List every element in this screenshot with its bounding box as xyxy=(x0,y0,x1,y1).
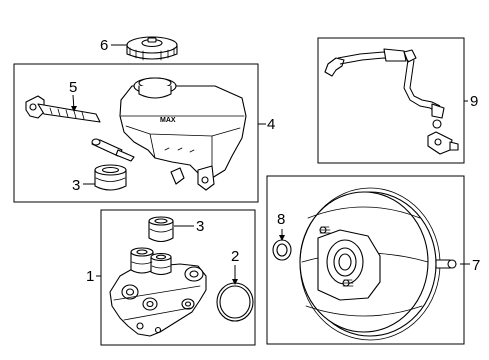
reservoir-grommet-upper-part xyxy=(94,164,127,191)
brake-booster-group-box xyxy=(266,175,465,345)
master-cylinder-seal-part xyxy=(216,282,254,322)
callout-4: 4 xyxy=(267,116,275,133)
sensor-plug-part xyxy=(91,138,135,162)
callout-1: 1 xyxy=(86,268,94,285)
reservoir-cap-part xyxy=(126,36,178,61)
check-valve-grommet-part xyxy=(272,239,292,261)
master-cylinder-part xyxy=(109,247,207,337)
callout-7: 7 xyxy=(472,257,480,274)
callout-3-upper: 3 xyxy=(72,177,80,194)
vacuum-hose-part xyxy=(324,48,459,155)
callout-3-lower: 3 xyxy=(196,218,204,235)
callout-2: 2 xyxy=(231,248,239,265)
callout-6: 6 xyxy=(100,37,108,54)
callout-9: 9 xyxy=(470,93,478,110)
brake-fluid-reservoir-part xyxy=(119,77,247,191)
reservoir-max-marking: MAX xyxy=(160,117,176,124)
callout-5: 5 xyxy=(69,79,77,96)
fluid-level-sensor-part xyxy=(25,95,101,123)
callout-8: 8 xyxy=(277,211,285,228)
reservoir-group-box xyxy=(13,63,259,203)
master-cylinder-group-box xyxy=(100,209,256,346)
reservoir-grommet-lower-part xyxy=(148,216,174,243)
brake-booster-part xyxy=(299,187,457,341)
